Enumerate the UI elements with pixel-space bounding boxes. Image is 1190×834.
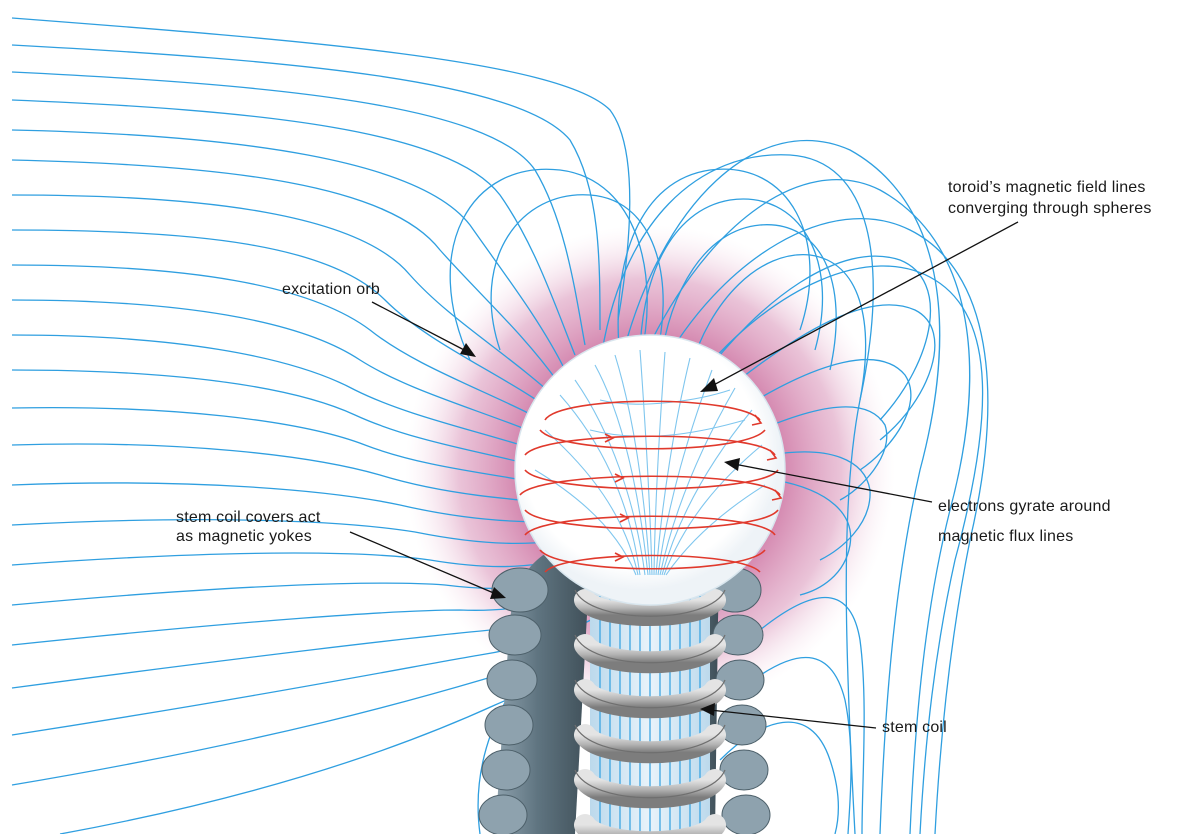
toroid-label-line-2: converging through spheres — [948, 200, 1152, 217]
stem-covers-label-line-2: as magnetic yokes — [176, 528, 312, 545]
electrons-label-line-2: magnetic flux lines — [938, 528, 1073, 545]
stem-covers-label-line-1: stem coil covers act — [176, 509, 321, 526]
label-stem-coil-covers: stem coil covers act as magnetic yokes — [176, 509, 321, 545]
label-stem-coil: stem coil — [882, 719, 947, 736]
label-toroid-field-lines: toroid’s magnetic field lines converging… — [948, 179, 1152, 217]
stem-coil-label: stem coil — [882, 719, 947, 736]
electrons-label-line-1: electrons gyrate around — [938, 498, 1111, 515]
label-excitation-orb: excitation orb — [282, 281, 380, 298]
label-electrons-gyrate: electrons gyrate around magnetic flux li… — [938, 498, 1111, 545]
excitation-orb-label: excitation orb — [282, 281, 380, 298]
toroid-label-line-1: toroid’s magnetic field lines — [948, 179, 1146, 196]
